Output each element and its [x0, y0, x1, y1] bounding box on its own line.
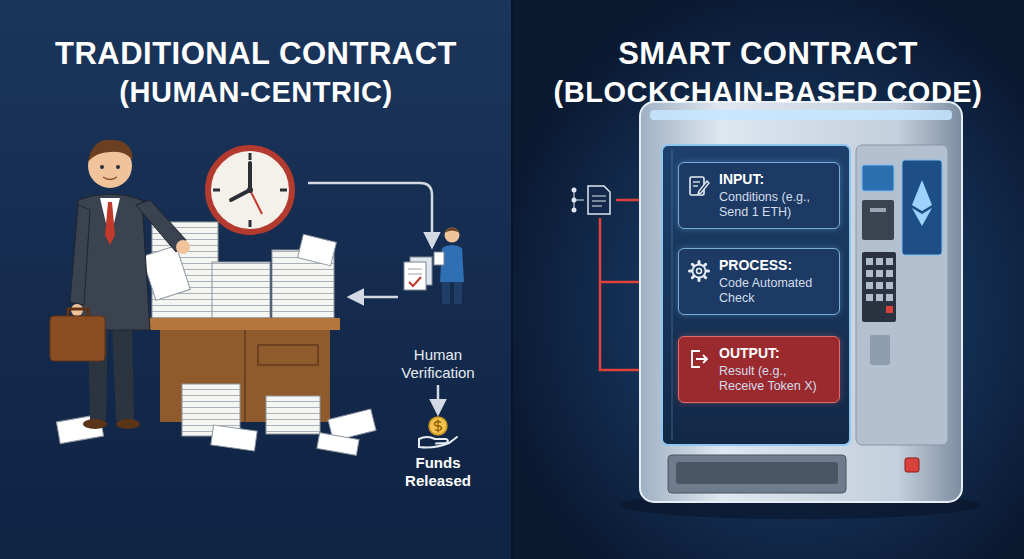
box-heading: PROCESS: [719, 257, 831, 274]
node-text: Human Verification [383, 346, 493, 382]
panel-heading: (HUMAN-CENTRIC) [0, 76, 512, 109]
gear-icon [688, 260, 710, 282]
vending-machine [620, 102, 980, 519]
node-text: Funds Released [383, 454, 493, 490]
coin-hand-icon [415, 416, 461, 450]
verification-icon [404, 228, 464, 305]
box-heading: INPUT: [719, 171, 831, 188]
box-body: Code Automated Check [719, 276, 831, 306]
exit-icon [688, 348, 710, 370]
box-body: Result (e.g., Receive Token X) [719, 364, 831, 394]
flow-arrow [437, 385, 440, 413]
result-label: Funds Released [383, 416, 493, 490]
panel-heading: TRADITIONAL CONTRACT [0, 36, 512, 71]
output-box: OUTPUT: Result (e.g., Receive Token X) [678, 336, 840, 403]
box-body: Conditions (e.g., Send 1 ETH) [719, 190, 831, 220]
businessman [50, 140, 190, 429]
panel-heading: (BLOCKCHAIN-BASED CODE) [512, 76, 1024, 109]
panel-heading: SMART CONTRACT [512, 36, 1024, 71]
box-heading: OUTPUT: [719, 345, 831, 362]
process-box: PROCESS: Code Automated Check [678, 248, 840, 315]
pencil-icon [688, 174, 710, 198]
step-label: Human Verification [383, 346, 493, 382]
wall-clock [208, 148, 292, 232]
input-box: INPUT: Conditions (e.g., Send 1 ETH) [678, 162, 840, 229]
